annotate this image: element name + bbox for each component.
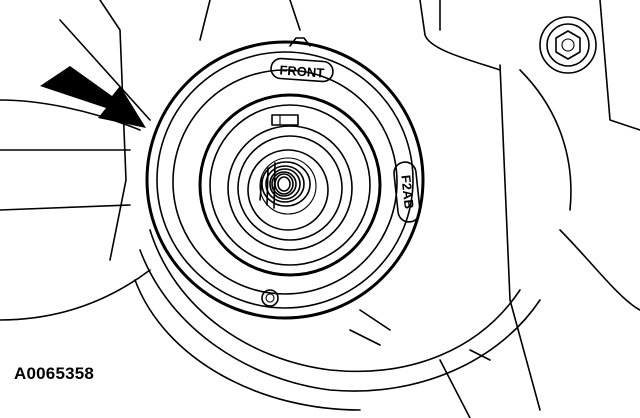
lower-cradle [134, 229, 541, 411]
direction-arrow [40, 66, 146, 128]
figure-id: A0065358 [14, 364, 95, 383]
hex-nut [539, 16, 597, 74]
bearing-rings [198, 93, 382, 277]
strut-mount-plate [145, 37, 425, 320]
front-label: FRONT [270, 57, 334, 83]
part-code-text: F2AB [398, 174, 416, 209]
part-code-label: F2AB [393, 161, 421, 223]
coil-spring [259, 161, 311, 209]
retainer-clip [271, 114, 299, 126]
front-label-text: FRONT [279, 62, 325, 80]
